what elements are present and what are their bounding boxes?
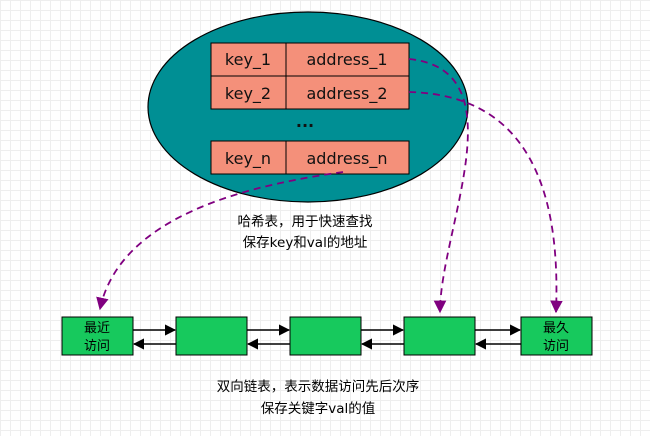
list-node-2 [175, 316, 248, 356]
hash-row-n: key_n address_n [210, 140, 410, 175]
row-n-address: address_n [307, 149, 388, 169]
head-label-line2: 访问 [84, 339, 110, 354]
hash-row-2: key_2 address_2 [210, 75, 410, 110]
list-caption-line1: 双向链表，表示数据访问先后次序 [217, 379, 420, 395]
hash-caption-line1: 哈希表，用于快速查找 [238, 214, 373, 230]
list-node-4 [403, 316, 476, 356]
row-2-key: key_2 [225, 84, 271, 104]
list-node-tail [520, 316, 593, 356]
head-label-line1: 最近 [84, 321, 110, 336]
row-1-key: key_1 [225, 50, 271, 70]
list-links [132, 324, 522, 350]
pointer-address-n [96, 171, 344, 311]
row-2-address: address_2 [306, 84, 387, 104]
hash-row-1: key_1 address_1 [210, 42, 410, 77]
row-1-address: address_1 [306, 50, 387, 70]
list-node-3 [289, 316, 362, 356]
pointer-address-1 [408, 58, 469, 314]
list-node-head [61, 316, 134, 356]
list-caption-line2: 保存关键字val的值 [261, 401, 376, 417]
hash-caption-line2: 保存key和val的地址 [243, 235, 368, 251]
row-n-key: key_n [225, 149, 271, 169]
tail-label-line2: 访问 [543, 339, 569, 354]
tail-label-line1: 最久 [543, 321, 569, 336]
hash-ellipsis: ... [296, 112, 314, 131]
